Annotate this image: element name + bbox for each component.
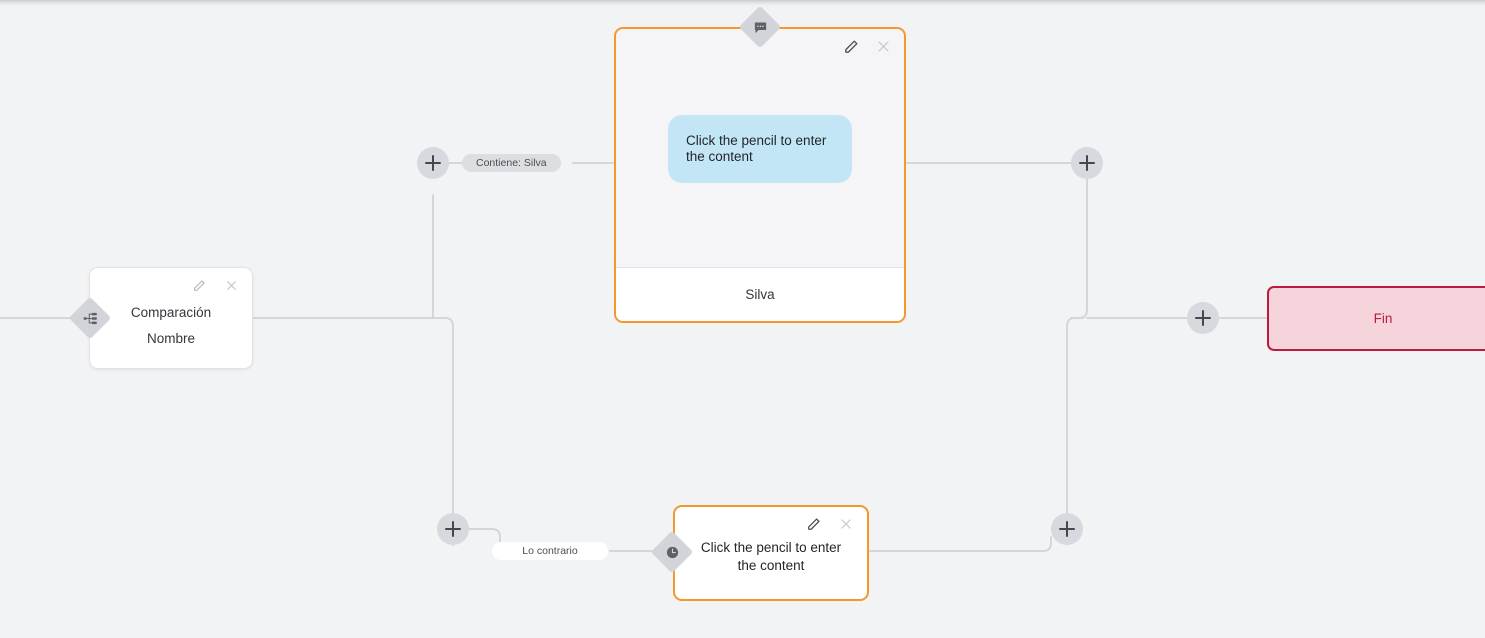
comparison-node-badge[interactable] xyxy=(68,296,112,340)
close-icon[interactable] xyxy=(837,515,855,533)
comparison-node[interactable]: Comparación Nombre xyxy=(89,267,253,369)
pencil-icon[interactable] xyxy=(805,515,823,533)
message-bubble[interactable]: Click the pencil to enter the content xyxy=(668,114,852,183)
comparison-node-subtitle: Nombre xyxy=(146,330,195,346)
close-icon[interactable] xyxy=(222,276,240,294)
end-node-label: Fin xyxy=(1373,311,1393,326)
wait-node-actions xyxy=(805,515,855,533)
clock-icon xyxy=(657,537,687,567)
comparison-node-title: Comparación xyxy=(130,304,212,320)
add-node-button-false-branch[interactable] xyxy=(437,513,469,545)
message-node[interactable]: Click the pencil to enter the content Si… xyxy=(614,27,906,323)
wait-node-text: Click the pencil to enter the content xyxy=(700,540,842,573)
pencil-icon[interactable] xyxy=(842,37,860,55)
add-node-button-after-wait[interactable] xyxy=(1051,513,1083,545)
comparison-node-actions xyxy=(190,276,240,294)
message-node-actions xyxy=(842,37,892,55)
end-node[interactable]: Fin xyxy=(1267,286,1485,351)
message-node-body: Click the pencil to enter the content xyxy=(616,29,904,268)
wait-node-badge[interactable] xyxy=(650,530,694,574)
message-node-footer: Silva xyxy=(616,267,904,321)
add-node-button-true-branch[interactable] xyxy=(417,147,449,179)
wait-node[interactable]: Click the pencil to enter the content xyxy=(673,505,869,601)
add-node-button-before-end[interactable] xyxy=(1187,302,1219,334)
speech-bubble-icon xyxy=(745,12,775,42)
edge-label-false-branch[interactable]: Lo contrario xyxy=(492,542,608,560)
close-icon[interactable] xyxy=(874,37,892,55)
pencil-icon[interactable] xyxy=(190,276,208,294)
message-node-badge[interactable] xyxy=(738,5,782,49)
edge-label-true-branch[interactable]: Contiene: Silva xyxy=(462,154,561,172)
add-node-button-after-message[interactable] xyxy=(1071,147,1103,179)
branch-icon xyxy=(75,303,105,333)
